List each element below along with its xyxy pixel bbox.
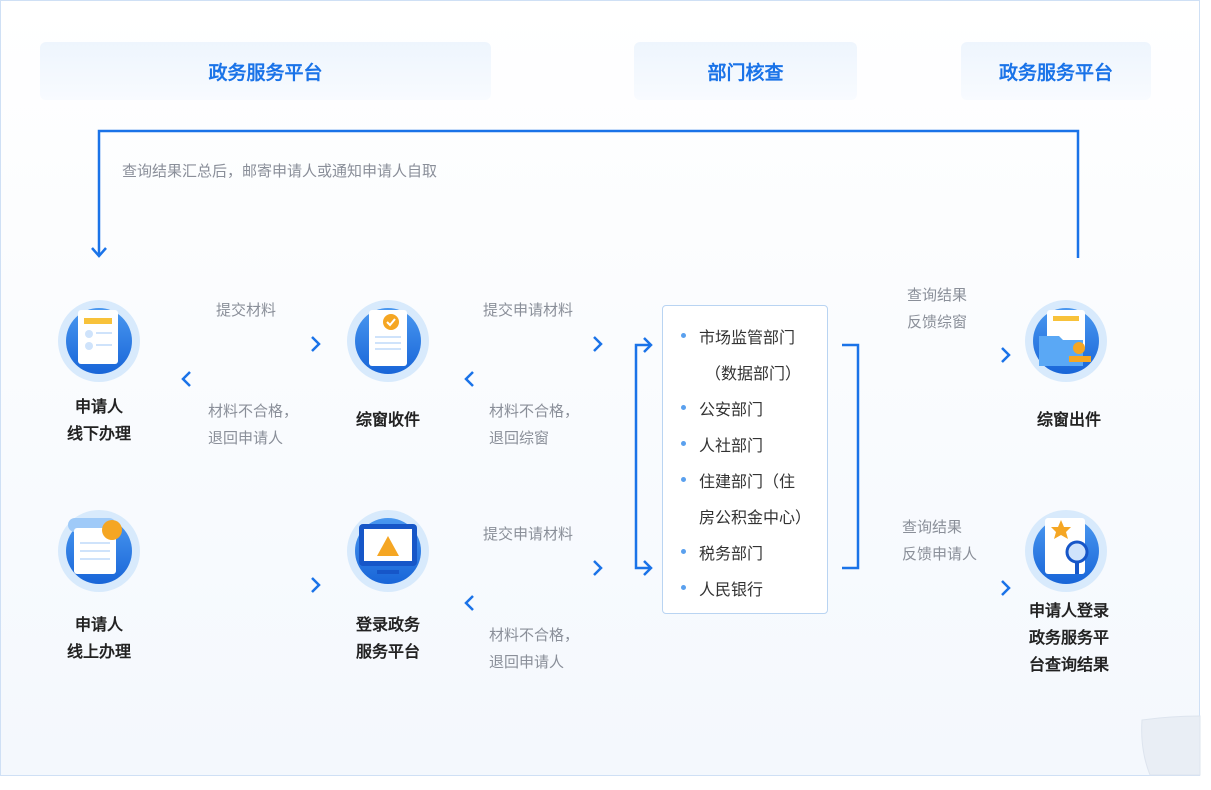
- label-line: 材料不合格，: [489, 402, 580, 420]
- edge-reject1: 材料不合格， 退回申请人: [208, 398, 298, 452]
- edge-reject2: 材料不合格， 退回综窗: [489, 398, 579, 452]
- bullet-icon: [681, 405, 686, 410]
- node-online: 申请人线上办理: [67, 611, 131, 665]
- department-item: 市场监管部门: [699, 328, 796, 347]
- label-line: 登录政务: [355, 615, 421, 634]
- label-line: 服务平台: [355, 642, 421, 661]
- node-query: 申请人登录政务服务平台查询结果: [1029, 597, 1109, 678]
- department-item: 人社部门: [699, 436, 764, 455]
- header-gov-platform-left: 政务服务平台: [40, 42, 491, 100]
- bullet-icon: [681, 441, 686, 446]
- edge-reject3: 材料不合格， 退回申请人: [489, 622, 579, 676]
- label-line: 反馈申请人: [902, 545, 978, 563]
- right-bracket: [842, 343, 860, 570]
- department-item: 房公积金中心）: [699, 508, 812, 527]
- department-item: 人民银行: [699, 580, 764, 599]
- label-line: 退回申请人: [489, 653, 565, 671]
- label-line: 材料不合格，: [489, 626, 580, 644]
- node-login: 登录政务服务平台: [356, 611, 420, 665]
- reception-document-icon: [347, 300, 429, 382]
- label-line: 申请人: [74, 397, 124, 416]
- page-curl: [1141, 715, 1201, 776]
- label-line: 政务服务平: [1028, 628, 1110, 647]
- diagram-panel: [0, 0, 1200, 776]
- label-line: 退回综窗: [489, 429, 550, 447]
- label-line: 线上办理: [66, 642, 132, 661]
- loop-line: [97, 129, 1080, 258]
- bullet-icon: [681, 549, 686, 554]
- edge-submit-app1: 提交申请材料: [483, 301, 574, 319]
- edge-feedback-applicant: 查询结果反馈申请人: [902, 514, 977, 568]
- node-offline: 申请人线下办理: [67, 393, 131, 447]
- issue-folder-stamp-icon: [1025, 300, 1107, 382]
- edge-submit-app2: 提交申请材料: [483, 525, 574, 543]
- bullet-icon: [681, 585, 686, 590]
- node-issue: 综窗出件: [1036, 410, 1102, 429]
- label-line: 材料不合格，: [208, 402, 299, 420]
- login-monitor-icon: [347, 510, 429, 592]
- edge-submit-materials: 提交材料: [216, 301, 277, 319]
- department-item: 税务部门: [699, 544, 764, 563]
- label-line: 线下办理: [66, 424, 132, 443]
- left-bracket: [634, 343, 650, 570]
- label-line: 台查询结果: [1028, 655, 1110, 674]
- label-line: 查询结果: [902, 518, 963, 536]
- bullet-icon: [681, 333, 686, 338]
- department-list: 市场监管部门 （数据部门） 公安部门 人社部门 住建部门（住 房公积金中心） 税…: [662, 305, 828, 614]
- department-item: （数据部门）: [705, 364, 802, 383]
- query-magnifier-icon: [1025, 510, 1107, 592]
- department-item: 住建部门（住: [699, 472, 796, 491]
- bullet-icon: [681, 477, 686, 482]
- edge-feedback-window: 查询结果反馈综窗: [907, 282, 967, 336]
- online-thumbsup-icon: [58, 510, 140, 592]
- label-line: 申请人登录: [1028, 601, 1110, 620]
- label-line: 退回申请人: [208, 429, 284, 447]
- loop-arrowhead: [91, 247, 107, 258]
- label-line: 申请人: [74, 615, 124, 634]
- label-line: 反馈综窗: [907, 313, 968, 331]
- offline-document-icon: [58, 300, 140, 382]
- header-dept-check: 部门核查: [634, 42, 857, 100]
- loop-label: 查询结果汇总后，邮寄申请人或通知申请人自取: [122, 162, 438, 180]
- node-reception: 综窗收件: [355, 410, 421, 429]
- department-item: 公安部门: [699, 400, 764, 419]
- label-line: 查询结果: [907, 286, 968, 304]
- header-gov-platform-right: 政务服务平台: [961, 42, 1151, 100]
